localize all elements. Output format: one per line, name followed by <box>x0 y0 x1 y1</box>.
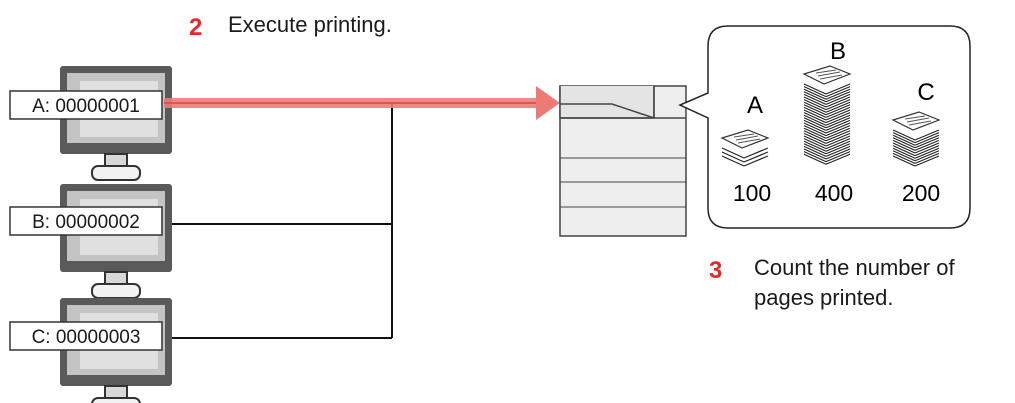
step-2-text: Execute printing. <box>228 12 392 37</box>
count-b-value: 400 <box>815 180 853 206</box>
count-a-value: 100 <box>733 180 771 206</box>
print-job-arrow <box>164 86 560 120</box>
step-3-line-2: pages printed. <box>754 285 893 310</box>
printer-icon <box>559 85 687 237</box>
monitor-icon <box>59 65 173 181</box>
computer-c-label: C: 00000003 <box>32 327 141 348</box>
computer-a-label: A: 00000001 <box>32 96 140 117</box>
step-3-number: 3 <box>709 257 722 284</box>
paper-stack-c-icon <box>892 111 940 167</box>
computer-b-label: B: 00000002 <box>32 212 140 233</box>
count-b-letter: B <box>830 38 846 65</box>
computer-a: A: 00000001 <box>9 65 173 181</box>
monitor-icon <box>59 183 173 299</box>
paper-stack-b-icon <box>803 65 851 165</box>
count-a-letter: A <box>747 92 763 119</box>
count-c-value: 200 <box>902 180 940 206</box>
step-2-number: 2 <box>189 14 202 41</box>
computer-b: B: 00000002 <box>9 183 173 299</box>
count-c-letter: C <box>917 79 934 106</box>
network-cables <box>165 103 393 339</box>
step-3-line-1: Count the number of <box>754 255 955 280</box>
paper-stack-a-icon <box>721 129 769 167</box>
computer-c: C: 00000003 <box>9 297 173 403</box>
